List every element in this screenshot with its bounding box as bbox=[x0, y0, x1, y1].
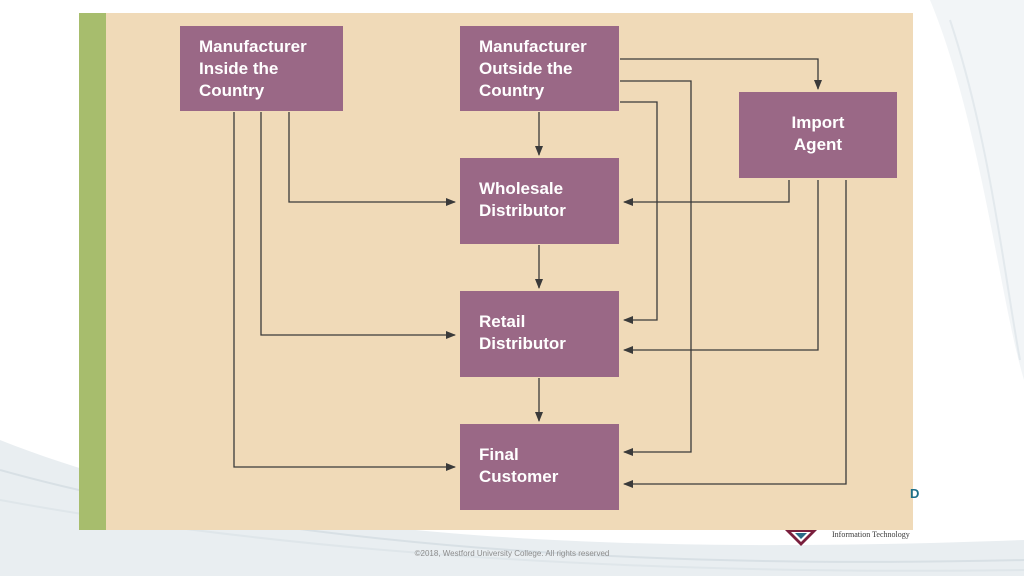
node-label-line: Retail bbox=[479, 312, 526, 331]
node-label-line: Agent bbox=[793, 135, 843, 154]
node-label-line: Country bbox=[199, 81, 265, 100]
arrow-import-to-wholesale bbox=[623, 180, 790, 206]
node-label-line: Outside the bbox=[479, 59, 573, 78]
arrow-import-to-final bbox=[623, 180, 847, 488]
copyright-text: ©2018, Westford University College. All … bbox=[414, 549, 610, 558]
node-label-line: Distributor bbox=[479, 334, 566, 353]
node-label-line: Inside the bbox=[199, 59, 279, 78]
node-final-customer: Final Customer bbox=[460, 424, 619, 510]
arrow-outside-to-final bbox=[620, 80, 692, 456]
arrow-inside-to-retail bbox=[260, 112, 456, 339]
node-manufacturer-outside: Manufacturer Outside the Country bbox=[460, 26, 619, 111]
accent-strip bbox=[79, 13, 106, 530]
arrow-outside-to-import bbox=[620, 58, 822, 90]
logo-caption: Information Technology bbox=[832, 530, 910, 539]
node-retail-distributor: Retail Distributor bbox=[460, 291, 619, 377]
node-label-line: Wholesale bbox=[479, 179, 564, 198]
node-label-line: Distributor bbox=[479, 201, 566, 220]
node-manufacturer-inside: Manufacturer Inside the Country bbox=[180, 26, 343, 111]
node-label-line: Import bbox=[791, 113, 845, 132]
node-wholesale-distributor: Wholesale Distributor bbox=[460, 158, 619, 244]
arrow-outside-to-retail bbox=[620, 101, 658, 324]
university-logo-icon bbox=[785, 530, 817, 546]
arrow-import-to-retail bbox=[623, 180, 819, 354]
logo-letter: D bbox=[910, 486, 920, 501]
arrow-inside-to-wholesale bbox=[288, 112, 456, 206]
arrow-inside-to-final bbox=[233, 112, 456, 471]
node-label-line: Manufacturer bbox=[199, 37, 307, 56]
node-label-line: Country bbox=[479, 81, 545, 100]
node-import-agent: Import Agent bbox=[739, 92, 897, 178]
node-label-line: Customer bbox=[479, 467, 559, 486]
node-label-line: Final bbox=[479, 445, 519, 464]
node-label-line: Manufacturer bbox=[479, 37, 587, 56]
